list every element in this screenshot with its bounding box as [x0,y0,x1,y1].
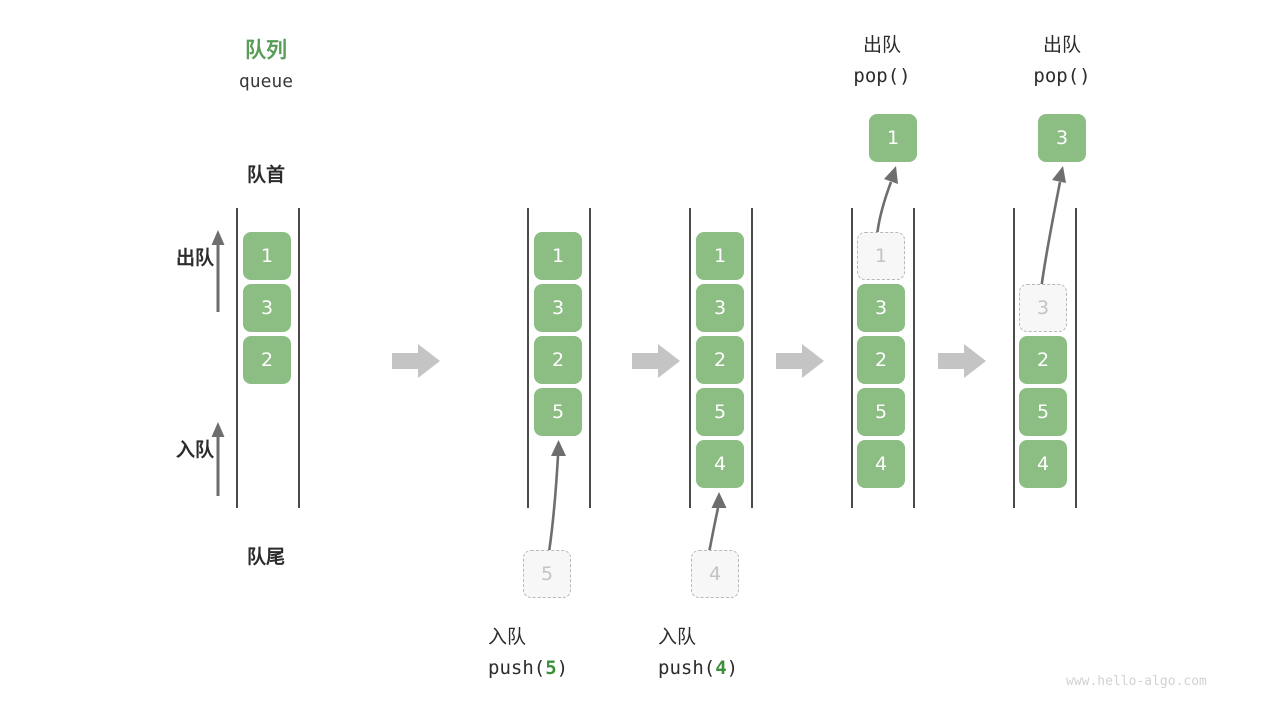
queue-node-removed: 3 [1019,284,1067,332]
pop-arrow-1 [875,166,898,237]
queue-node-new: 5 [534,388,582,436]
queue-rail-right-3 [751,208,753,508]
queue-node: 4 [1019,440,1067,488]
queue-node: 1 [243,232,291,280]
push-code-arg: 5 [545,657,557,679]
push-caption-code-5: push(5) [488,657,648,679]
pending-node-4: 4 [691,550,739,598]
queue-node: 5 [857,388,905,436]
pop-caption-code-1: pop() [853,65,911,87]
pop-caption-code-3: pop() [1033,65,1091,87]
queue-node: 2 [857,336,905,384]
front-label: 队首 [246,164,285,186]
popped-node-1: 1 [869,114,917,162]
push-code-arg: 4 [715,657,727,679]
step-arrow-icon [938,344,986,378]
queue-node: 2 [243,336,291,384]
pop-arrow-3 [1039,166,1066,291]
push-code-prefix: push( [488,657,546,679]
queue-rail-right-2 [589,208,591,508]
push-caption-cn-5: 入队 [488,626,527,648]
queue-rail-left-2 [527,208,529,508]
queue-rail-left-3 [689,208,691,508]
queue-node: 3 [696,284,744,332]
queue-rail-left-4 [851,208,853,508]
queue-node: 1 [696,232,744,280]
queue-rail-right-4 [913,208,915,508]
dequeue-direction-label: 出队 [175,247,214,269]
step-arrow-icon [776,344,824,378]
popped-node-3: 3 [1038,114,1086,162]
diagram-title-en: queue [238,71,294,92]
queue-node: 2 [1019,336,1067,384]
queue-node: 1 [534,232,582,280]
push-caption-code-4: push(4) [658,657,818,679]
queue-rail-left-5 [1013,208,1015,508]
queue-node: 5 [696,388,744,436]
queue-node: 3 [243,284,291,332]
queue-node: 2 [534,336,582,384]
diagram-title-cn: 队列 [245,38,287,62]
queue-node-new: 4 [696,440,744,488]
queue-node-removed: 1 [857,232,905,280]
push-code-prefix: push( [658,657,716,679]
queue-node: 3 [857,284,905,332]
pending-node-5: 5 [523,550,571,598]
pop-caption-cn-1: 出队 [862,34,901,56]
queue-rail-right-5 [1075,208,1077,508]
queue-rail-left-1 [236,208,238,508]
dequeue-direction-arrow [211,230,225,312]
pop-caption-cn-3: 出队 [1042,34,1081,56]
rear-label: 队尾 [246,546,285,568]
push-code-suffix: ) [556,657,569,679]
push-arrow-5 [547,440,566,553]
push-code-suffix: ) [726,657,739,679]
watermark: www.hello-algo.com [1066,674,1207,689]
enqueue-direction-arrow [211,422,225,496]
queue-rail-right-1 [298,208,300,508]
step-arrow-icon [632,344,680,378]
queue-node: 2 [696,336,744,384]
queue-node: 4 [857,440,905,488]
queue-node: 5 [1019,388,1067,436]
push-arrow-4 [707,492,727,554]
queue-node: 3 [534,284,582,332]
push-caption-cn-4: 入队 [658,626,697,648]
step-arrow-icon [392,344,440,378]
enqueue-direction-label: 入队 [175,439,214,461]
